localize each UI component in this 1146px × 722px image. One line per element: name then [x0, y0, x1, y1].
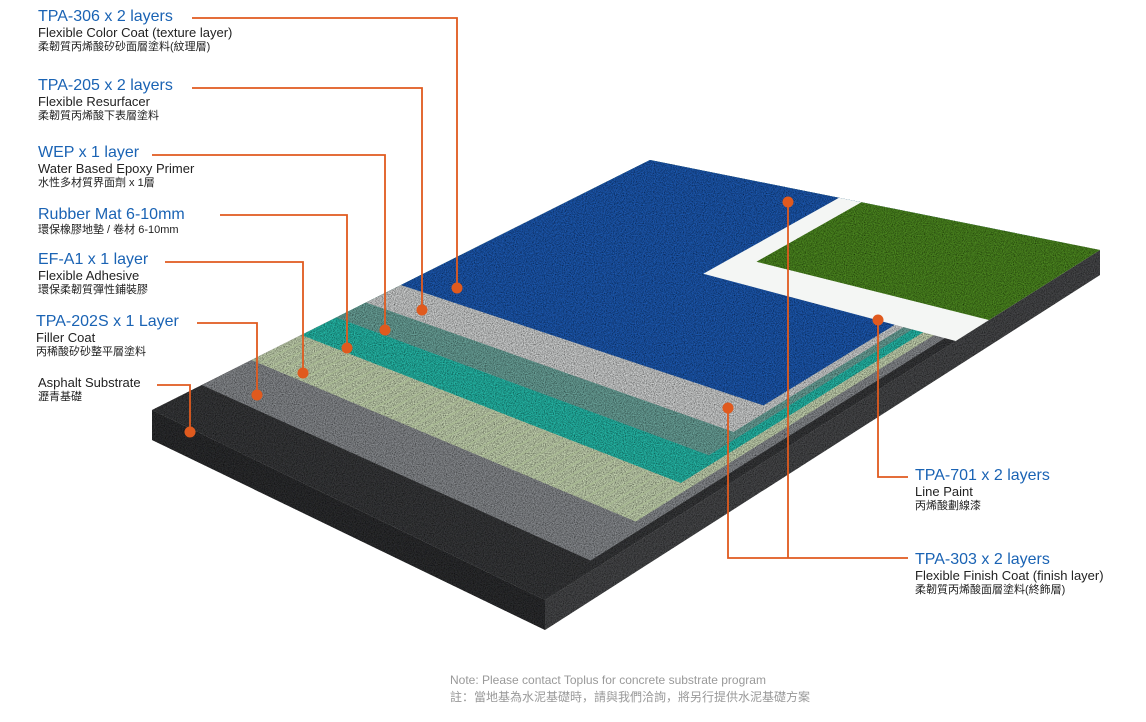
- adhesive-stripe: [633, 485, 690, 522]
- adhesive-stripe: [269, 341, 321, 369]
- adhesive-stripe: [471, 421, 526, 454]
- note-english: Note: Please contact Toplus for concrete…: [450, 673, 766, 687]
- label-asphalt: Asphalt Substrate 瀝青基礎: [38, 375, 141, 403]
- slab-front-face: [152, 410, 545, 630]
- adhesive-stripe: [400, 393, 454, 424]
- label-tpa-701: TPA-701 x 2 layers Line Paint 丙烯酸劃線漆: [915, 467, 1050, 513]
- adhesive-stripe: [461, 417, 515, 449]
- adhesive-stripe: [370, 381, 423, 411]
- adhesive-stripe: [481, 425, 536, 458]
- label-wep: WEP x 1 layer Water Based Epoxy Primer 水…: [38, 144, 195, 190]
- adhesive-stripe: [340, 369, 392, 398]
- leader-dot: [379, 324, 391, 336]
- adhesive-stripe: [259, 337, 310, 364]
- adhesive-stripe: [431, 405, 485, 437]
- slab-side-face: [545, 250, 1100, 630]
- leader-line: [192, 17, 458, 288]
- adhesive-stripe: [603, 473, 659, 509]
- adhesive-stripe: [360, 377, 413, 407]
- leader-dot: [251, 389, 263, 401]
- leader-line: [152, 154, 386, 330]
- leader-dot: [451, 282, 463, 294]
- adhesive-stripe: [299, 353, 351, 381]
- green-finish-area: [756, 202, 1100, 320]
- leader-line: [165, 261, 304, 373]
- leader-dot: [872, 314, 884, 326]
- adhesive-stripe: [441, 409, 495, 441]
- adhesive-stripe: [501, 433, 556, 466]
- note-chinese: 註：當地基為水泥基礎時，請與我們洽詢，將另行提供水泥基礎方案: [450, 690, 811, 704]
- adhesive-stripe: [491, 429, 546, 462]
- label-ef-a1: EF-A1 x 1 layer Flexible Adhesive 環保柔韌質彈…: [38, 251, 149, 297]
- label-tpa-303: TPA-303 x 2 layers Flexible Finish Coat …: [915, 551, 1104, 597]
- leader-line: [877, 320, 908, 478]
- adhesive-stripe: [279, 345, 331, 373]
- adhesive-stripe: [552, 453, 608, 488]
- adhesive-stripe: [330, 365, 382, 394]
- adhesive-stripe: [350, 373, 403, 403]
- adhesive-stripe: [380, 385, 433, 415]
- adhesive-stripe: [532, 445, 587, 479]
- adhesive-stripe: [592, 469, 649, 505]
- adhesive-stripe: [613, 477, 669, 513]
- leader-line: [157, 384, 191, 432]
- leader-dot: [416, 304, 428, 316]
- adhesive-stripe: [309, 357, 362, 386]
- leader-dot: [341, 342, 353, 354]
- adhesive-stripe: [320, 361, 372, 390]
- leader-dot: [722, 402, 734, 414]
- adhesive-stripe: [522, 441, 577, 475]
- leader-line: [727, 408, 908, 559]
- label-tpa-205: TPA-205 x 2 layers Flexible Resurfacer 柔…: [38, 77, 173, 123]
- adhesive-stripe: [512, 437, 567, 471]
- leader-line: [220, 214, 348, 348]
- adhesive-stripe: [451, 413, 505, 445]
- adhesive-stripe: [390, 389, 444, 420]
- adhesive-stripe: [582, 465, 639, 500]
- label-rubber-mat: Rubber Mat 6-10mm 環保橡膠地墊 / 卷材 6-10mm: [38, 206, 185, 237]
- adhesive-stripe: [421, 401, 474, 432]
- adhesive-stripe: [411, 397, 464, 428]
- adhesive-stripe: [623, 481, 680, 517]
- adhesive-stripe: [572, 461, 628, 496]
- leader-line: [197, 322, 258, 395]
- adhesive-stripe: [542, 449, 598, 483]
- note: Note: Please contact Toplus for concrete…: [450, 672, 810, 706]
- leader-line: [192, 87, 423, 310]
- adhesive-stripe: [562, 457, 618, 492]
- label-tpa-202s: TPA-202S x 1 Layer Filler Coat 丙稀酸矽砂整平層塗…: [36, 313, 179, 359]
- label-tpa-306: TPA-306 x 2 layers Flexible Color Coat (…: [38, 8, 233, 54]
- leader-dot: [297, 367, 309, 379]
- leader-dot: [184, 426, 196, 438]
- leader-dot: [782, 196, 794, 208]
